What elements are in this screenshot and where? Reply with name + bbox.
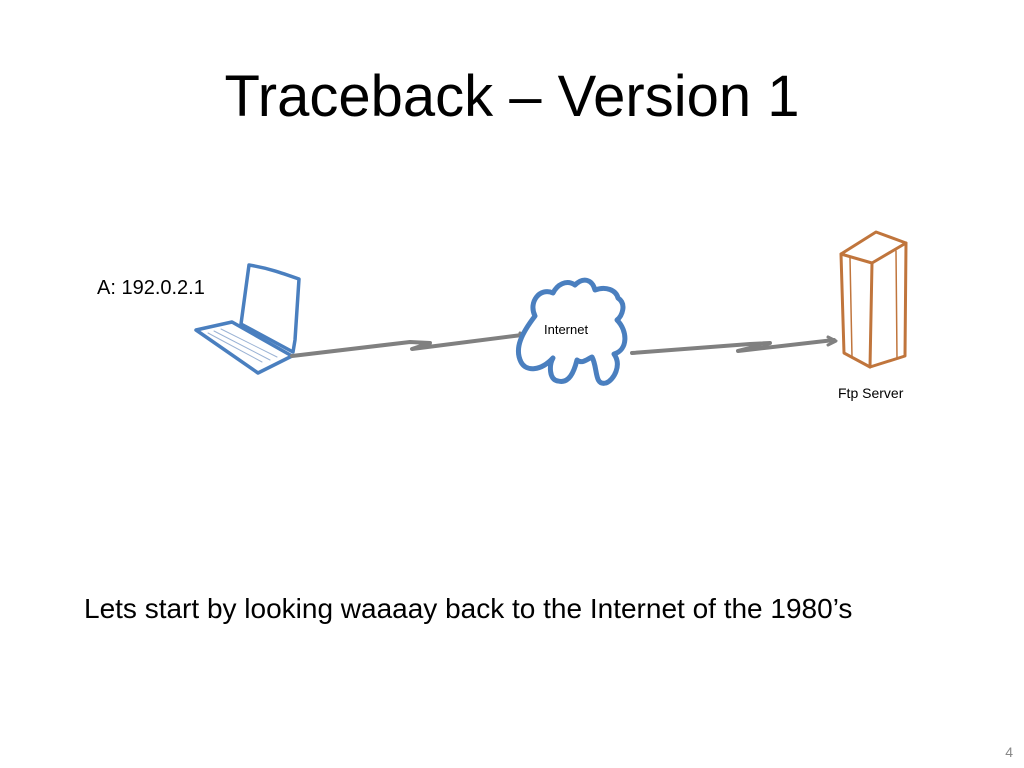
internet-label: Internet (544, 322, 589, 337)
ftp-server-label: Ftp Server (838, 385, 904, 401)
server-icon (839, 230, 908, 369)
host-address-label: A: 192.0.2.1 (97, 277, 205, 299)
slide-body-text: Lets start by looking waaaay back to the… (84, 593, 853, 624)
slide-title: Traceback – Version 1 (224, 64, 800, 129)
slide-page-number: 4 (1005, 744, 1013, 760)
connection-host-internet (290, 333, 524, 358)
laptop-icon (194, 263, 301, 375)
cloud-icon (515, 277, 628, 386)
connection-internet-server (630, 338, 836, 355)
